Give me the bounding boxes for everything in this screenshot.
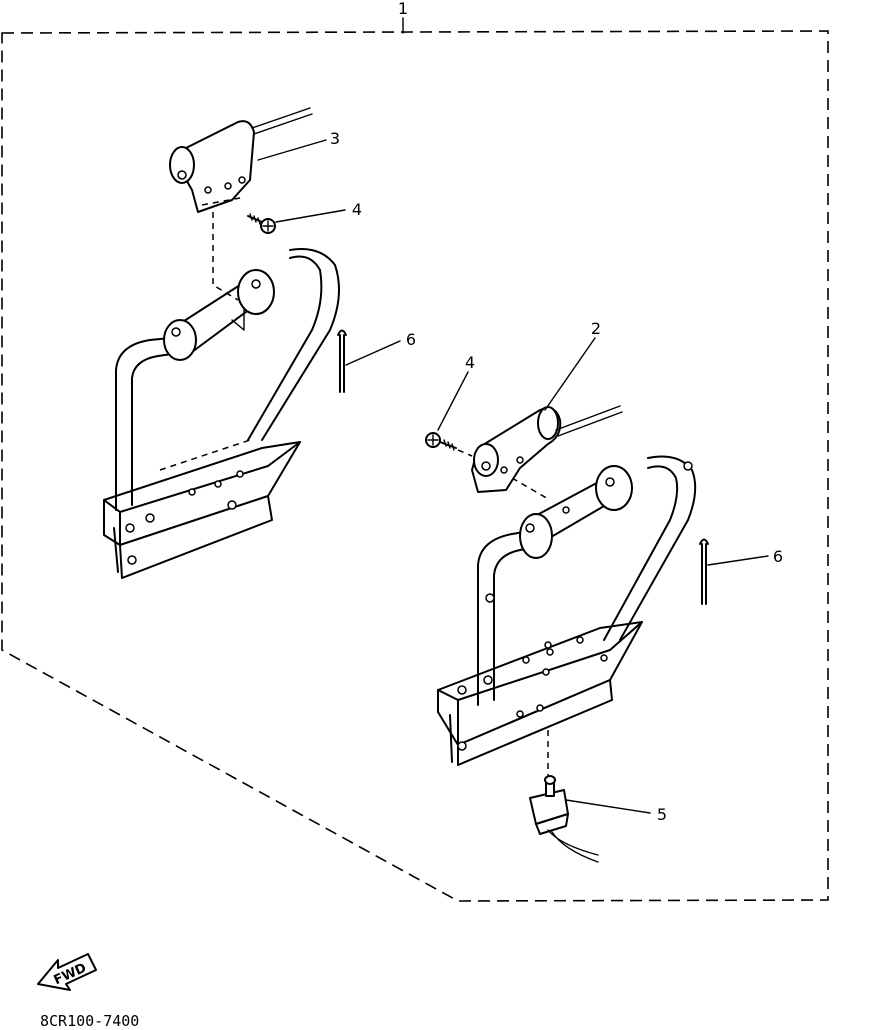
cotter-pin-part-6-right (699, 538, 769, 605)
assembly-boundary (1, 17, 829, 902)
callout-1: 1 (398, 0, 408, 18)
callout-2: 2 (591, 319, 601, 338)
callout-6-right: 6 (773, 547, 783, 566)
right-bracket-assembly (437, 455, 697, 778)
screw-part-4-upper (247, 209, 346, 234)
callout-3: 3 (330, 129, 340, 148)
callout-5: 5 (657, 805, 667, 824)
callout-4-right: 4 (465, 353, 475, 372)
left-bracket-assembly (103, 212, 340, 579)
callout-labels: 1 2 3 4 4 5 6 6 (330, 0, 783, 824)
sensor-part-2 (471, 337, 623, 493)
sensor-bracket-part-3 (169, 107, 327, 213)
fwd-arrow: FWD (37, 953, 97, 991)
part-number: 8CR100-7400 (40, 1012, 139, 1030)
callout-4-upper: 4 (352, 200, 362, 219)
cotter-pin-part-6-left (337, 329, 401, 393)
callout-6-left: 6 (406, 330, 416, 349)
screw-part-4-right (425, 371, 473, 457)
switch-part-5 (529, 775, 651, 863)
